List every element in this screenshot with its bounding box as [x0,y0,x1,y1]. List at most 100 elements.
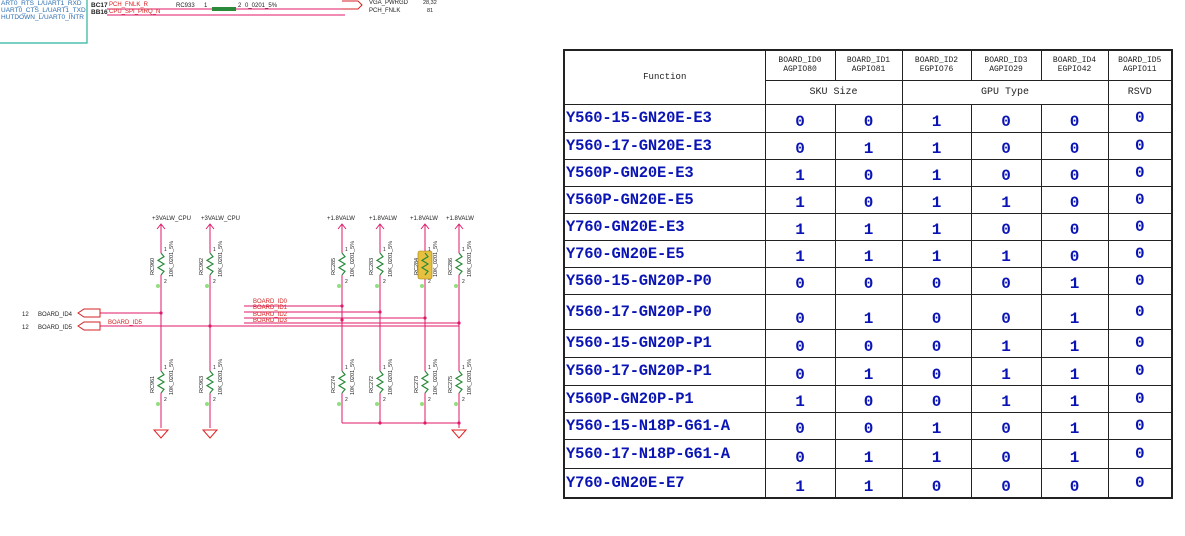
board-id2-cell: 0 [901,467,972,499]
schematic-canvas: ART0_RTS_L/UART1_RXD UART0_CTS_L/UART1_T… [0,0,474,439]
resistor-zigzag [156,370,166,394]
pin-number: 1 [383,247,386,253]
pin-number: 1 [213,247,216,253]
resistor-ref: RC272 [369,376,375,393]
board-id4-cell: 0 [1040,185,1109,214]
board-id2-cell: 1 [901,158,972,187]
uart-label-2: UART0_CTS_L/UART1_TXD [1,7,86,14]
board-id5-cell: 0 [1107,384,1173,413]
resistor-value: 10K_0201_5% [169,359,175,395]
test-dot [205,284,209,288]
resistor-ref: RC285 [331,258,337,275]
bus-label-board-id1: BOARD_ID1 [253,305,288,311]
net-cpu-spi-pirq: CPU_SPI_PIRQ_N [109,9,160,15]
ground-icon [152,429,170,439]
function-cell: Y760-GN20E-E3 [563,212,766,241]
function-cell: Y760-GN20E-E5 [563,239,766,268]
group-rsvd: RSVD [1107,79,1173,105]
board-id4-cell: 0 [1040,131,1109,160]
ref-rc933: RC933 [176,3,195,9]
ground-icon [450,429,468,439]
board-id3-cell: 1 [970,356,1042,386]
label-pch-fnlk: PCH_FNLK [369,8,400,14]
board-id0-cell: 1 [764,384,836,413]
resistor-zigzag [454,252,464,276]
board-id2-cell: 0 [901,293,972,330]
power-label-3valw-1: +3VALW_CPU [152,216,191,222]
bus-label-board-id2: BOARD_ID2 [253,312,288,318]
board-id1-cell: 0 [834,266,903,295]
svg-text:BOARD_ID5: BOARD_ID5 [38,325,73,331]
resistor-zigzag [375,252,385,276]
board-id3-cell: 1 [970,384,1042,413]
ref-vga-pwrgd: 28,32 [423,0,437,6]
board-id5-cell: 0 [1107,131,1173,160]
connector-box [0,0,88,44]
resistor-ref: RC274 [331,376,337,393]
board-id2-cell: 1 [901,212,972,241]
board-id0-cell: 0 [764,328,836,358]
function-cell: Y560P-GN20E-E3 [563,158,766,187]
test-dot [205,402,209,406]
function-cell: Y560-17-GN20P-P1 [563,356,766,386]
board-id3-cell: 0 [970,467,1042,499]
board-id0-cell: 1 [764,158,836,187]
board-id3-cell: 0 [970,131,1042,160]
test-dot [454,284,458,288]
board-id1-cell: 0 [834,411,903,440]
uart-label-3: HUTDOWN_L/UART0_INTR [1,14,84,21]
board-id4-cell: 0 [1040,239,1109,268]
svg-text:12: 12 [22,312,29,318]
board-id4-cell: 0 [1040,103,1109,133]
resistor-value: 10K_0201_5% [218,359,224,395]
board-id3-cell: 1 [970,185,1042,214]
resistor-value: 10K_0201_5% [388,241,394,277]
board-id0-cell: 0 [764,103,836,133]
board-id4-cell: 1 [1040,438,1109,469]
board-id1-cell: 1 [834,467,903,499]
board-id1-cell: 1 [834,131,903,160]
pin-number: 2 [164,397,167,403]
board-id5-cell: 0 [1107,103,1173,133]
resistor-zigzag [205,252,215,276]
board-id1-cell: 0 [834,384,903,413]
resistor-zigzag [375,370,385,394]
bus-label-board-id0: BOARD_ID0 [253,299,288,305]
net-pch-fnlk-r: PCH_FNLK_R [109,2,149,8]
power-label-18valw-4: +1.8VALW [446,216,474,222]
board-id0-cell: 0 [764,438,836,469]
board-id0-cell: 1 [764,467,836,499]
board-id0-cell: 1 [764,239,836,268]
test-dot [337,284,341,288]
resistor-rc933 [212,7,236,11]
board-id1-cell: 0 [834,158,903,187]
board-id5-cell: 0 [1107,411,1173,440]
grounds [152,429,468,439]
resistor-value: 10K_0201_5% [433,359,439,395]
power-label-3valw-2: +3VALW_CPU [201,216,240,222]
resistor-value: 10K_0201_5% [467,241,473,277]
board-id5-cell: 0 [1107,239,1173,268]
board-id5-cell: 0 [1107,438,1173,469]
board-id3-cell: 1 [970,239,1042,268]
ground-icon [201,429,219,439]
board-id2-cell: 1 [901,185,972,214]
function-cell: Y560-15-GN20P-P0 [563,266,766,295]
bus-label-board-id5: BOARD_ID5 [108,320,143,326]
pin-number: 1 [383,365,386,371]
board-id1-cell: 0 [834,328,903,358]
pin-number: 1 [428,247,431,253]
pin-bb16: BB16 [91,9,108,16]
board-id4-cell: 1 [1040,266,1109,295]
resistor-ref: RC284 [414,258,420,275]
bus-label-board-id3: BOARD_ID3 [253,318,288,324]
